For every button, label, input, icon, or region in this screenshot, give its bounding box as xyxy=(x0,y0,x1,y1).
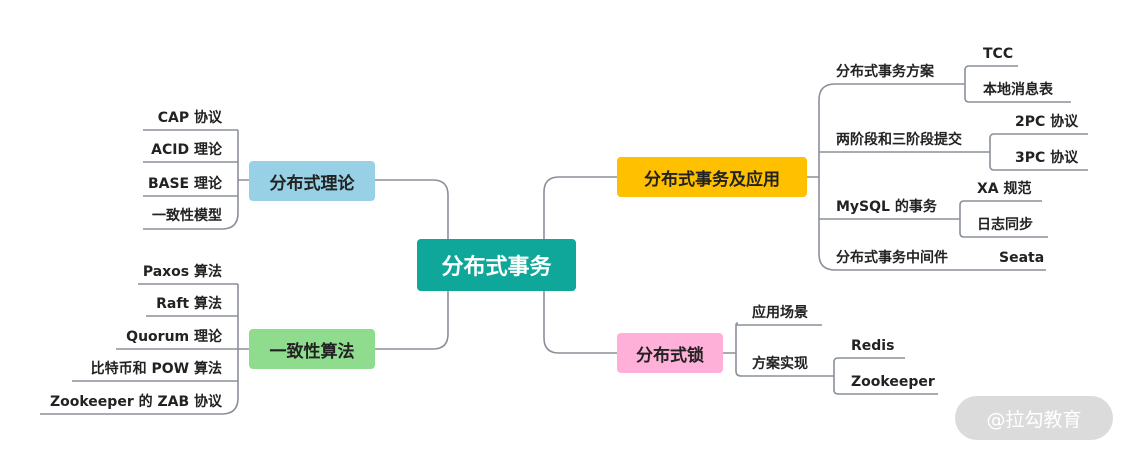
leaf-2pc[interactable]: 2PC 协议 xyxy=(1015,114,1079,130)
watermark-badge: @拉勾教育 xyxy=(955,396,1113,440)
leaf-quorum[interactable]: Quorum 理论 xyxy=(126,329,222,345)
leaf-tcc[interactable]: TCC xyxy=(983,46,1014,62)
sub-use-cases[interactable]: 应用场景 xyxy=(752,305,808,321)
edge-root-tx xyxy=(543,176,617,266)
leaf-seata[interactable]: Seata xyxy=(999,250,1045,266)
leaf-cap[interactable]: CAP 协议 xyxy=(157,110,222,126)
leaf-redis[interactable]: Redis xyxy=(851,338,895,354)
leaf-paxos[interactable]: Paxos 算法 xyxy=(142,264,222,280)
edge-root-theory xyxy=(375,179,449,266)
leaf-bitcoin-pow[interactable]: 比特币和 POW 算法 xyxy=(90,361,222,377)
sub-implementation[interactable]: 方案实现 xyxy=(752,356,808,372)
leaf-zookeeper-zab[interactable]: Zookeeper 的 ZAB 协议 xyxy=(49,394,222,410)
sub-tx-middleware[interactable]: 分布式事务中间件 xyxy=(836,250,948,266)
root-node[interactable]: 分布式事务 xyxy=(417,239,576,291)
leaf-consistency-model[interactable]: 一致性模型 xyxy=(152,208,222,224)
edge-tx-subs xyxy=(807,100,820,254)
leaf-acid[interactable]: ACID 理论 xyxy=(151,142,222,158)
leaf-base[interactable]: BASE 理论 xyxy=(147,176,222,192)
edge-theory-leaves xyxy=(237,130,249,213)
leaf-zookeeper[interactable]: Zookeeper xyxy=(851,374,935,390)
branch-distributed-theory[interactable]: 分布式理论 xyxy=(249,161,375,201)
edge-lock-subs xyxy=(723,322,739,371)
leaf-log-sync[interactable]: 日志同步 xyxy=(977,217,1033,233)
edge-root-algo xyxy=(375,264,449,350)
sub-tx-solutions[interactable]: 分布式事务方案 xyxy=(836,64,934,80)
sub-mysql-tx[interactable]: MySQL 的事务 xyxy=(836,199,937,215)
edge-root-lock xyxy=(543,264,617,354)
branch-distributed-lock[interactable]: 分布式锁 xyxy=(617,333,723,373)
sub-two-three-phase[interactable]: 两阶段和三阶段提交 xyxy=(836,132,962,148)
leaf-raft[interactable]: Raft 算法 xyxy=(156,296,222,312)
leaf-3pc[interactable]: 3PC 协议 xyxy=(1015,150,1079,166)
branch-distributed-transactions[interactable]: 分布式事务及应用 xyxy=(617,157,807,197)
leaf-local-message-table[interactable]: 本地消息表 xyxy=(983,82,1053,98)
branch-consensus-algorithms[interactable]: 一致性算法 xyxy=(249,329,375,369)
leaf-xa[interactable]: XA 规范 xyxy=(977,181,1032,197)
edge-algo-leaves xyxy=(237,284,249,398)
